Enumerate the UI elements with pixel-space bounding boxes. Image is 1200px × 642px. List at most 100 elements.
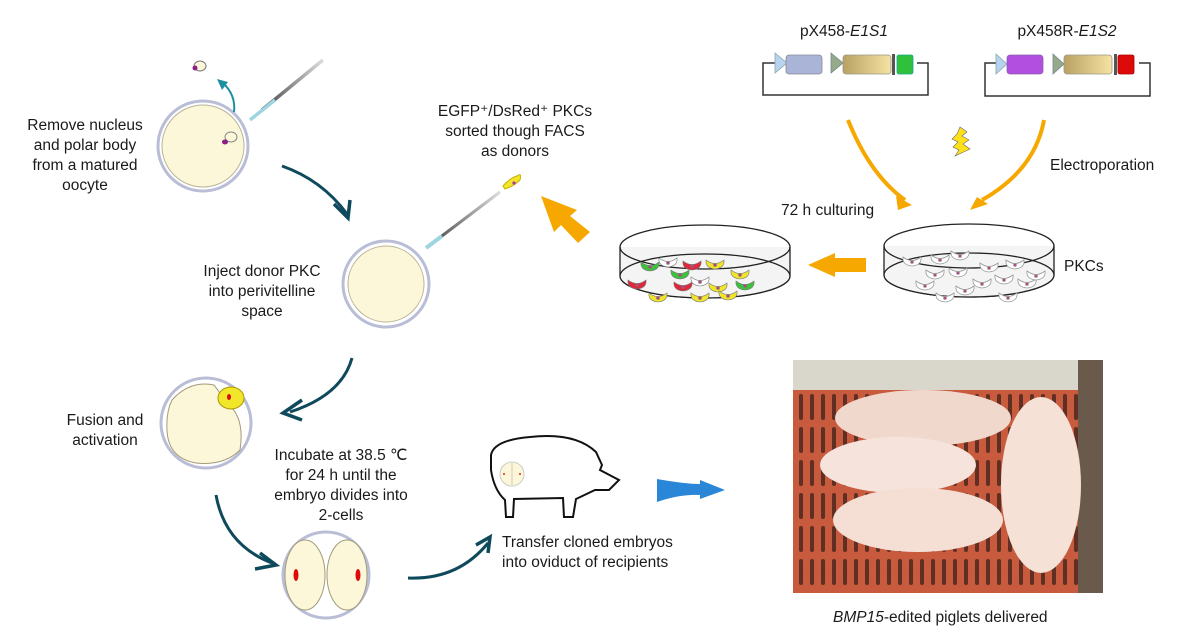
promoter-icon [830, 52, 844, 74]
floor-slat [821, 559, 825, 585]
floor-slat [997, 460, 1001, 486]
floor-slat [832, 394, 836, 420]
floor-slat [997, 526, 1001, 552]
floor-slat [821, 526, 825, 552]
donor-selection-arrow [541, 196, 590, 243]
piglets-photo [793, 360, 1103, 593]
culturing-label: 72 h culturing [781, 202, 875, 219]
cell-nucleus [1013, 263, 1017, 267]
floor-slat [942, 559, 946, 585]
culture-arrow [808, 253, 866, 277]
pkcs-label: PKCs [1064, 258, 1104, 275]
floor-slat [1063, 559, 1067, 585]
floor-slat [832, 526, 836, 552]
plasmid-e1s2 [984, 53, 1151, 97]
promoter-icon [774, 52, 788, 74]
floor-slat [975, 559, 979, 585]
cell-nucleus [1006, 296, 1010, 300]
floor-slat [810, 394, 814, 420]
result-caption: BMP15-edited piglets delivered [833, 609, 1048, 626]
plasmid-label-2: pX458R-E1S2 [1017, 23, 1117, 40]
cell-nucleus [933, 273, 937, 277]
recipient-pig-icon [490, 435, 621, 518]
cell-nucleus [958, 254, 962, 258]
oocyte-fused [159, 376, 253, 470]
floor-slat [799, 427, 803, 453]
floor-slat [843, 559, 847, 585]
floor-slat [876, 559, 880, 585]
cell-nucleus [956, 271, 960, 275]
cell-nucleus [681, 285, 685, 289]
floor-slat [832, 493, 836, 519]
floor-slat [931, 559, 935, 585]
floor-slat [832, 559, 836, 585]
promoter-icon [1052, 53, 1065, 75]
floor-slat [898, 559, 902, 585]
floor-slat [975, 460, 979, 486]
cell-nucleus [943, 296, 947, 300]
floor-slat [854, 559, 858, 585]
floor-slat [799, 394, 803, 420]
enucleation-label: Remove nucleus and polar body from a mat… [27, 117, 143, 194]
cell-nucleus [1002, 278, 1006, 282]
lightning-icon [951, 126, 971, 157]
petri-dish-pkcs [883, 223, 1055, 303]
cell-nucleus [713, 263, 717, 267]
cas9-cassette [785, 54, 823, 75]
promoter-icon [995, 53, 1008, 75]
cell-nucleus [738, 273, 742, 277]
floor-slat [953, 559, 957, 585]
floor-slat [799, 493, 803, 519]
floor-slat [832, 427, 836, 453]
floor-slat [821, 394, 825, 420]
cell-nucleus [698, 296, 702, 300]
fusion-label: Fusion and activation [66, 412, 144, 449]
cell-nucleus [678, 273, 682, 277]
floor-slat [810, 427, 814, 453]
cell-nucleus [980, 282, 984, 286]
floor-slat [920, 559, 924, 585]
electroporation-arrows [846, 119, 1046, 202]
floor-slat [799, 460, 803, 486]
removed-nucleus [192, 60, 207, 72]
cell-nucleus [726, 294, 730, 298]
cell-nucleus [963, 289, 967, 293]
oocyte-injected [341, 239, 431, 329]
floor-slat [799, 559, 803, 585]
floor-slat [810, 526, 814, 552]
plasmid-label-1: pX458-E1S1 [800, 23, 888, 40]
floor-slat [1019, 559, 1023, 585]
transfer-label: Transfer cloned embryos into oviduct of … [502, 534, 673, 571]
floor-slat [810, 493, 814, 519]
cell-nucleus [923, 284, 927, 288]
donors-label: EGFP⁺/DsRed⁺ PKCs sorted though FACS as … [437, 103, 593, 160]
incubation-label: Incubate at 38.5 ℃ for 24 h until the em… [274, 447, 408, 524]
cell-nucleus [1034, 274, 1038, 278]
cell-nucleus [648, 265, 652, 269]
cell-nucleus [987, 266, 991, 270]
delivery-arrow [657, 479, 725, 502]
petri-dish-transfected [619, 224, 791, 303]
floor-slat [986, 460, 990, 486]
cell-nucleus [635, 283, 639, 287]
cell-nucleus [666, 261, 670, 265]
floor-slat [810, 460, 814, 486]
floor-slat [821, 493, 825, 519]
floor-slat [1074, 559, 1078, 585]
enucleation-pipette [248, 58, 325, 122]
fused-donor-cell [217, 386, 245, 410]
cell-nucleus [1025, 282, 1029, 286]
floor-slat [821, 427, 825, 453]
cell-nucleus [743, 284, 747, 288]
floor-slat [887, 559, 891, 585]
oocyte-enucleation [156, 99, 250, 193]
floor-slat [997, 559, 1001, 585]
dsred-reporter [1117, 54, 1135, 75]
floor-slat [986, 559, 990, 585]
electroporation-label: Electroporation [1050, 157, 1155, 174]
floor-slat [909, 559, 913, 585]
cell-nucleus [716, 286, 720, 290]
floor-slat [865, 559, 869, 585]
cell-nucleus [938, 258, 942, 262]
